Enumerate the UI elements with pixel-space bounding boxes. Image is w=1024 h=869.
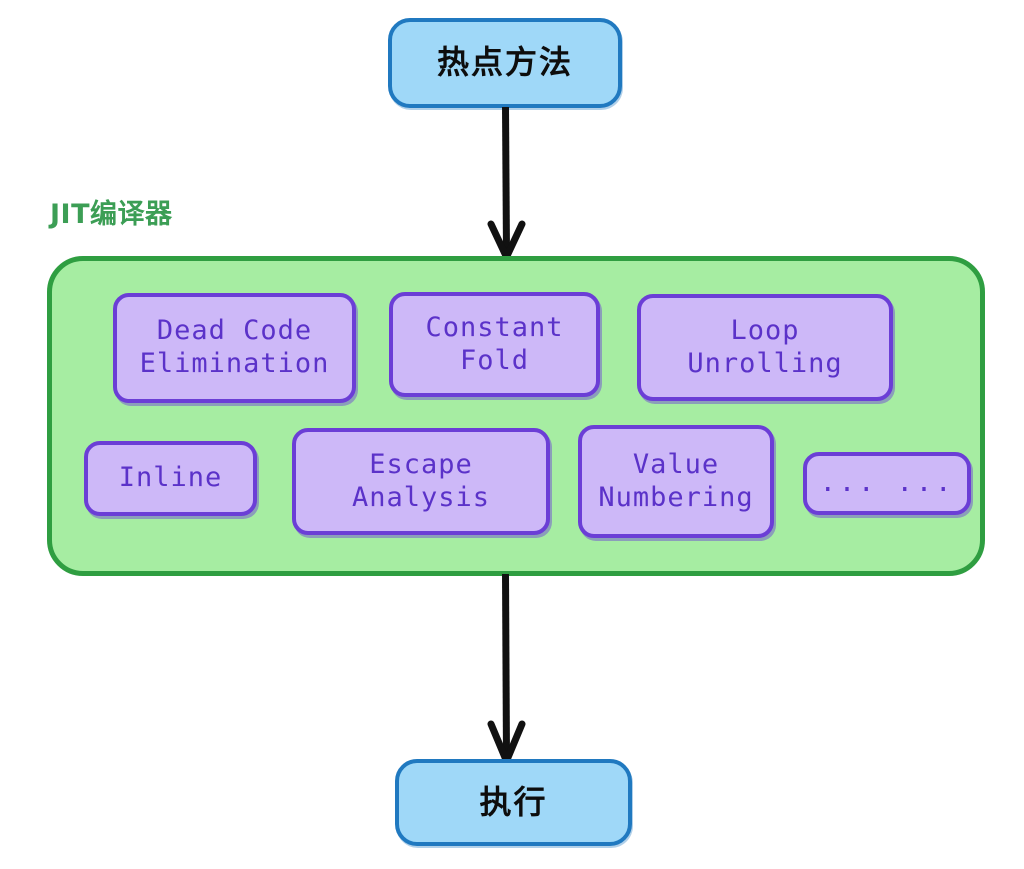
- opt-box-escape-analysis[interactable]: Escape Analysis: [292, 428, 550, 535]
- opt-box-value-numbering[interactable]: Value Numbering: [578, 425, 774, 538]
- jit-compiler-label: JIT编译器: [50, 199, 173, 230]
- opt-box-constant-fold[interactable]: Constant Fold: [389, 292, 600, 397]
- opt-box-ellipsis[interactable]: ... ...: [803, 452, 971, 515]
- opt-box-inline[interactable]: Inline: [84, 441, 257, 516]
- arrow-jit-to-execute: [487, 573, 526, 765]
- arrow-hot-method-to-jit: [487, 106, 526, 261]
- node-execute[interactable]: 执行: [395, 759, 632, 846]
- opt-box-loop-unrolling[interactable]: Loop Unrolling: [637, 294, 893, 401]
- opt-box-dead-code-elimination[interactable]: Dead Code Elimination: [113, 293, 356, 403]
- node-hot-method[interactable]: 热点方法: [388, 18, 622, 108]
